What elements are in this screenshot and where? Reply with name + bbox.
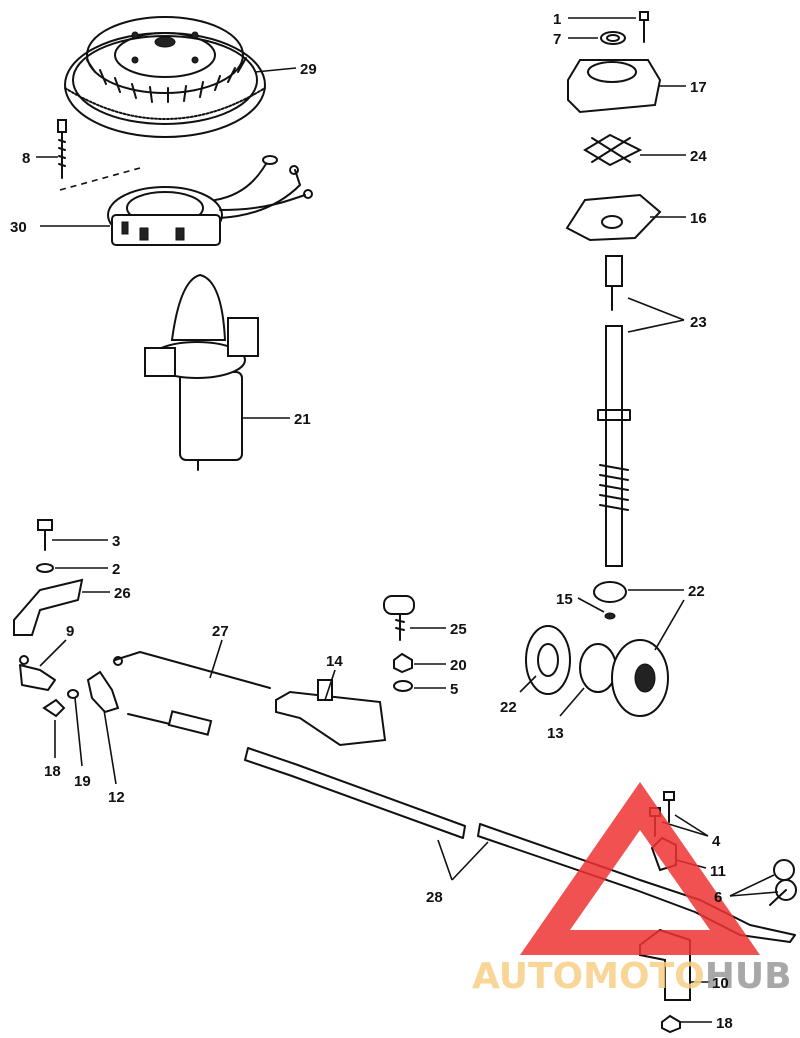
callout-3: 3 — [112, 533, 120, 550]
callout-21: 21 — [294, 411, 311, 428]
gear-set-part — [525, 581, 669, 717]
callout-labels: 1 7 17 24 16 23 29 8 30 21 3 2 26 9 27 2… — [10, 11, 733, 1032]
callout-6: 6 — [714, 889, 722, 906]
watermark-text-automoto: AUTOMOTO — [472, 956, 705, 997]
callout-19: 19 — [74, 773, 91, 790]
callout-8: 8 — [22, 150, 30, 167]
flywheel-part — [64, 16, 266, 138]
svg-text:AUTOMOTOHUB: AUTOMOTOHUB — [472, 956, 792, 997]
callout-5: 5 — [450, 681, 458, 698]
callout-15: 15 — [556, 591, 573, 608]
callout-23: 23 — [690, 314, 707, 331]
leader-lines — [36, 17, 779, 1023]
callout-16: 16 — [690, 210, 707, 227]
callout-22-top: 22 — [688, 583, 705, 600]
callout-29: 29 — [300, 61, 317, 78]
shift-cable-part — [127, 710, 796, 943]
callout-14: 14 — [326, 653, 343, 670]
callout-30: 30 — [10, 219, 27, 236]
stator-part — [59, 155, 313, 246]
shift-linkage-part — [13, 519, 120, 718]
knob-25-part — [383, 595, 415, 692]
bolt-8-part — [57, 119, 67, 179]
shift-rod-part — [113, 651, 271, 689]
callout-2: 2 — [112, 561, 120, 578]
shift-lever-bracket-part — [275, 679, 387, 747]
callout-17: 17 — [690, 79, 707, 96]
callout-28: 28 — [426, 889, 443, 906]
callout-4: 4 — [712, 833, 721, 850]
callout-12: 12 — [108, 789, 125, 806]
callout-11: 11 — [710, 863, 726, 880]
callout-7: 7 — [553, 31, 561, 48]
automotohub-watermark: AUTOMOTOHUB — [472, 782, 792, 997]
callout-25: 25 — [450, 621, 467, 638]
driveshaft-part — [597, 255, 631, 567]
callout-26: 26 — [114, 585, 131, 602]
callout-18-left: 18 — [44, 763, 61, 780]
callout-10: 10 — [712, 975, 729, 992]
callout-22-left: 22 — [500, 699, 517, 716]
callout-18-bottom: 18 — [716, 1015, 733, 1032]
watermark-text-hub: HUB — [705, 956, 792, 997]
watermark-triangle-logo — [520, 782, 760, 955]
callout-13: 13 — [547, 725, 564, 742]
callout-9: 9 — [66, 623, 74, 640]
callout-20: 20 — [450, 657, 467, 674]
water-pump-parts — [565, 11, 662, 242]
callout-24: 24 — [690, 148, 707, 165]
callout-1: 1 — [553, 11, 561, 28]
starter-motor-part — [144, 273, 259, 471]
callout-27: 27 — [212, 623, 229, 640]
